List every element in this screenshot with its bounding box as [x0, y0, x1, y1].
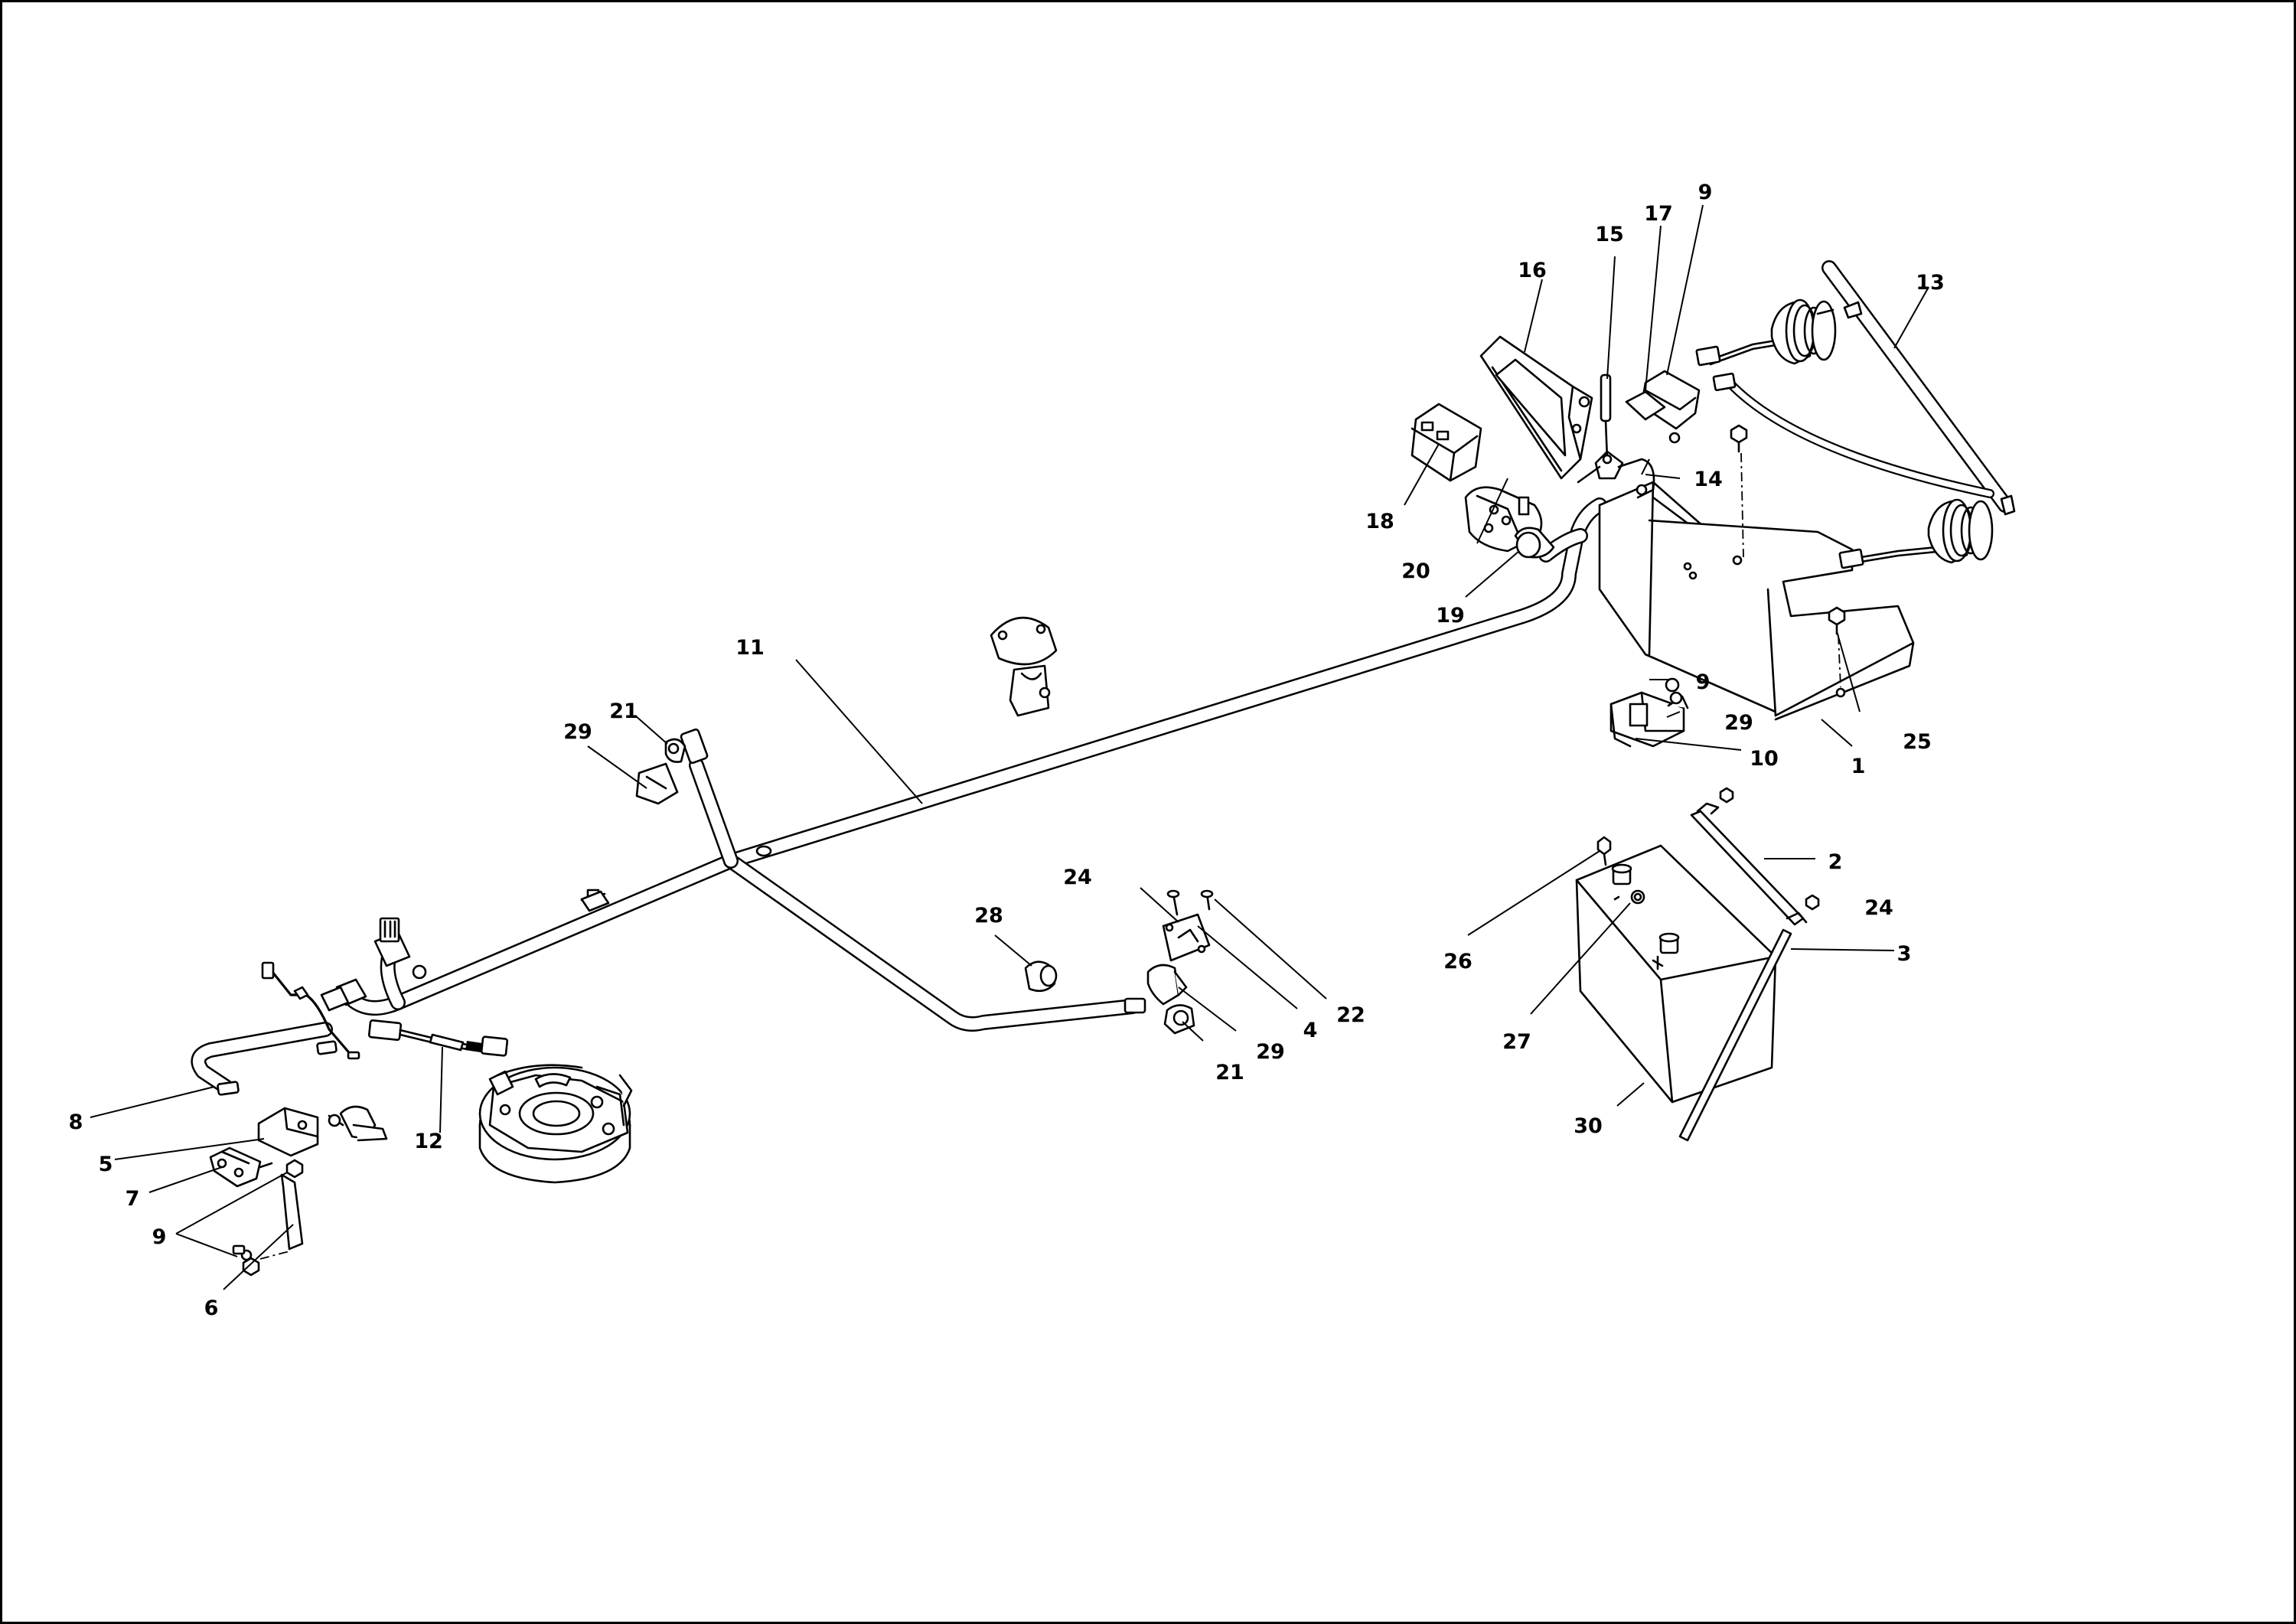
callout-14: 14 — [1694, 468, 1723, 491]
upper-connector-cluster — [1577, 370, 1701, 499]
callout-28: 28 — [974, 904, 1003, 928]
callout-29-upper: 29 — [563, 720, 592, 744]
rear-harness-with-lamps — [1695, 260, 2016, 569]
brake-switch-bracket — [209, 1105, 388, 1277]
callout-17: 17 — [1644, 202, 1673, 226]
callout-21-lower: 21 — [1215, 1061, 1244, 1084]
harness-clip-left — [580, 890, 610, 912]
grommet-28 — [1024, 960, 1058, 993]
callout-27: 27 — [1502, 1030, 1531, 1054]
callout-9-top: 9 — [1698, 181, 1713, 204]
bracket-screws — [1730, 424, 1846, 688]
callout-11: 11 — [735, 636, 765, 660]
callout-21-upper: 21 — [609, 699, 638, 723]
callout-25: 25 — [1903, 730, 1932, 754]
callout-15: 15 — [1595, 223, 1624, 246]
pto-cable-12 — [367, 1019, 509, 1057]
callout-6: 6 — [204, 1296, 219, 1320]
callout-24-upper: 24 — [1063, 866, 1092, 889]
callout-29-bracket: 29 — [1724, 711, 1753, 735]
callout-12: 12 — [414, 1130, 443, 1153]
callout-18: 18 — [1365, 510, 1394, 533]
callout-13: 13 — [1916, 271, 1945, 295]
safety-switch-upper — [635, 738, 687, 805]
ignition-key-knob — [1514, 527, 1555, 559]
callout-22: 22 — [1336, 1003, 1365, 1027]
seat-switch-clamp — [1609, 677, 1689, 748]
main-wiring-harness — [320, 497, 1607, 1032]
callout-24-battery: 24 — [1864, 896, 1893, 920]
callout-labels: 1 2 3 4 5 6 7 8 9 9 9 10 11 12 13 14 15 … — [69, 181, 1945, 1320]
callout-20: 20 — [1401, 559, 1430, 583]
leader-lines — [90, 204, 1929, 1290]
callout-1: 1 — [1851, 755, 1866, 778]
callout-16: 16 — [1518, 259, 1547, 282]
callout-19: 19 — [1436, 604, 1465, 628]
battery-and-hold-down — [1575, 787, 1820, 1142]
callout-26: 26 — [1443, 950, 1473, 973]
callout-9-left: 9 — [152, 1225, 167, 1249]
callout-2: 2 — [1828, 850, 1843, 874]
callout-30: 30 — [1574, 1114, 1603, 1138]
headlight-connector-assembly — [990, 616, 1058, 717]
callout-5: 5 — [99, 1153, 113, 1176]
callout-7: 7 — [126, 1187, 140, 1211]
callout-9-bracket: 9 — [1696, 670, 1711, 694]
callout-3: 3 — [1897, 942, 1912, 966]
callout-29-lower: 29 — [1256, 1040, 1285, 1064]
callout-10: 10 — [1750, 747, 1779, 771]
pto-electric-clutch — [478, 1064, 633, 1184]
instrument-display-panel — [1479, 335, 1593, 480]
reverse-switch-tube — [191, 961, 360, 1096]
callout-8: 8 — [69, 1110, 83, 1134]
callout-4: 4 — [1303, 1019, 1318, 1042]
